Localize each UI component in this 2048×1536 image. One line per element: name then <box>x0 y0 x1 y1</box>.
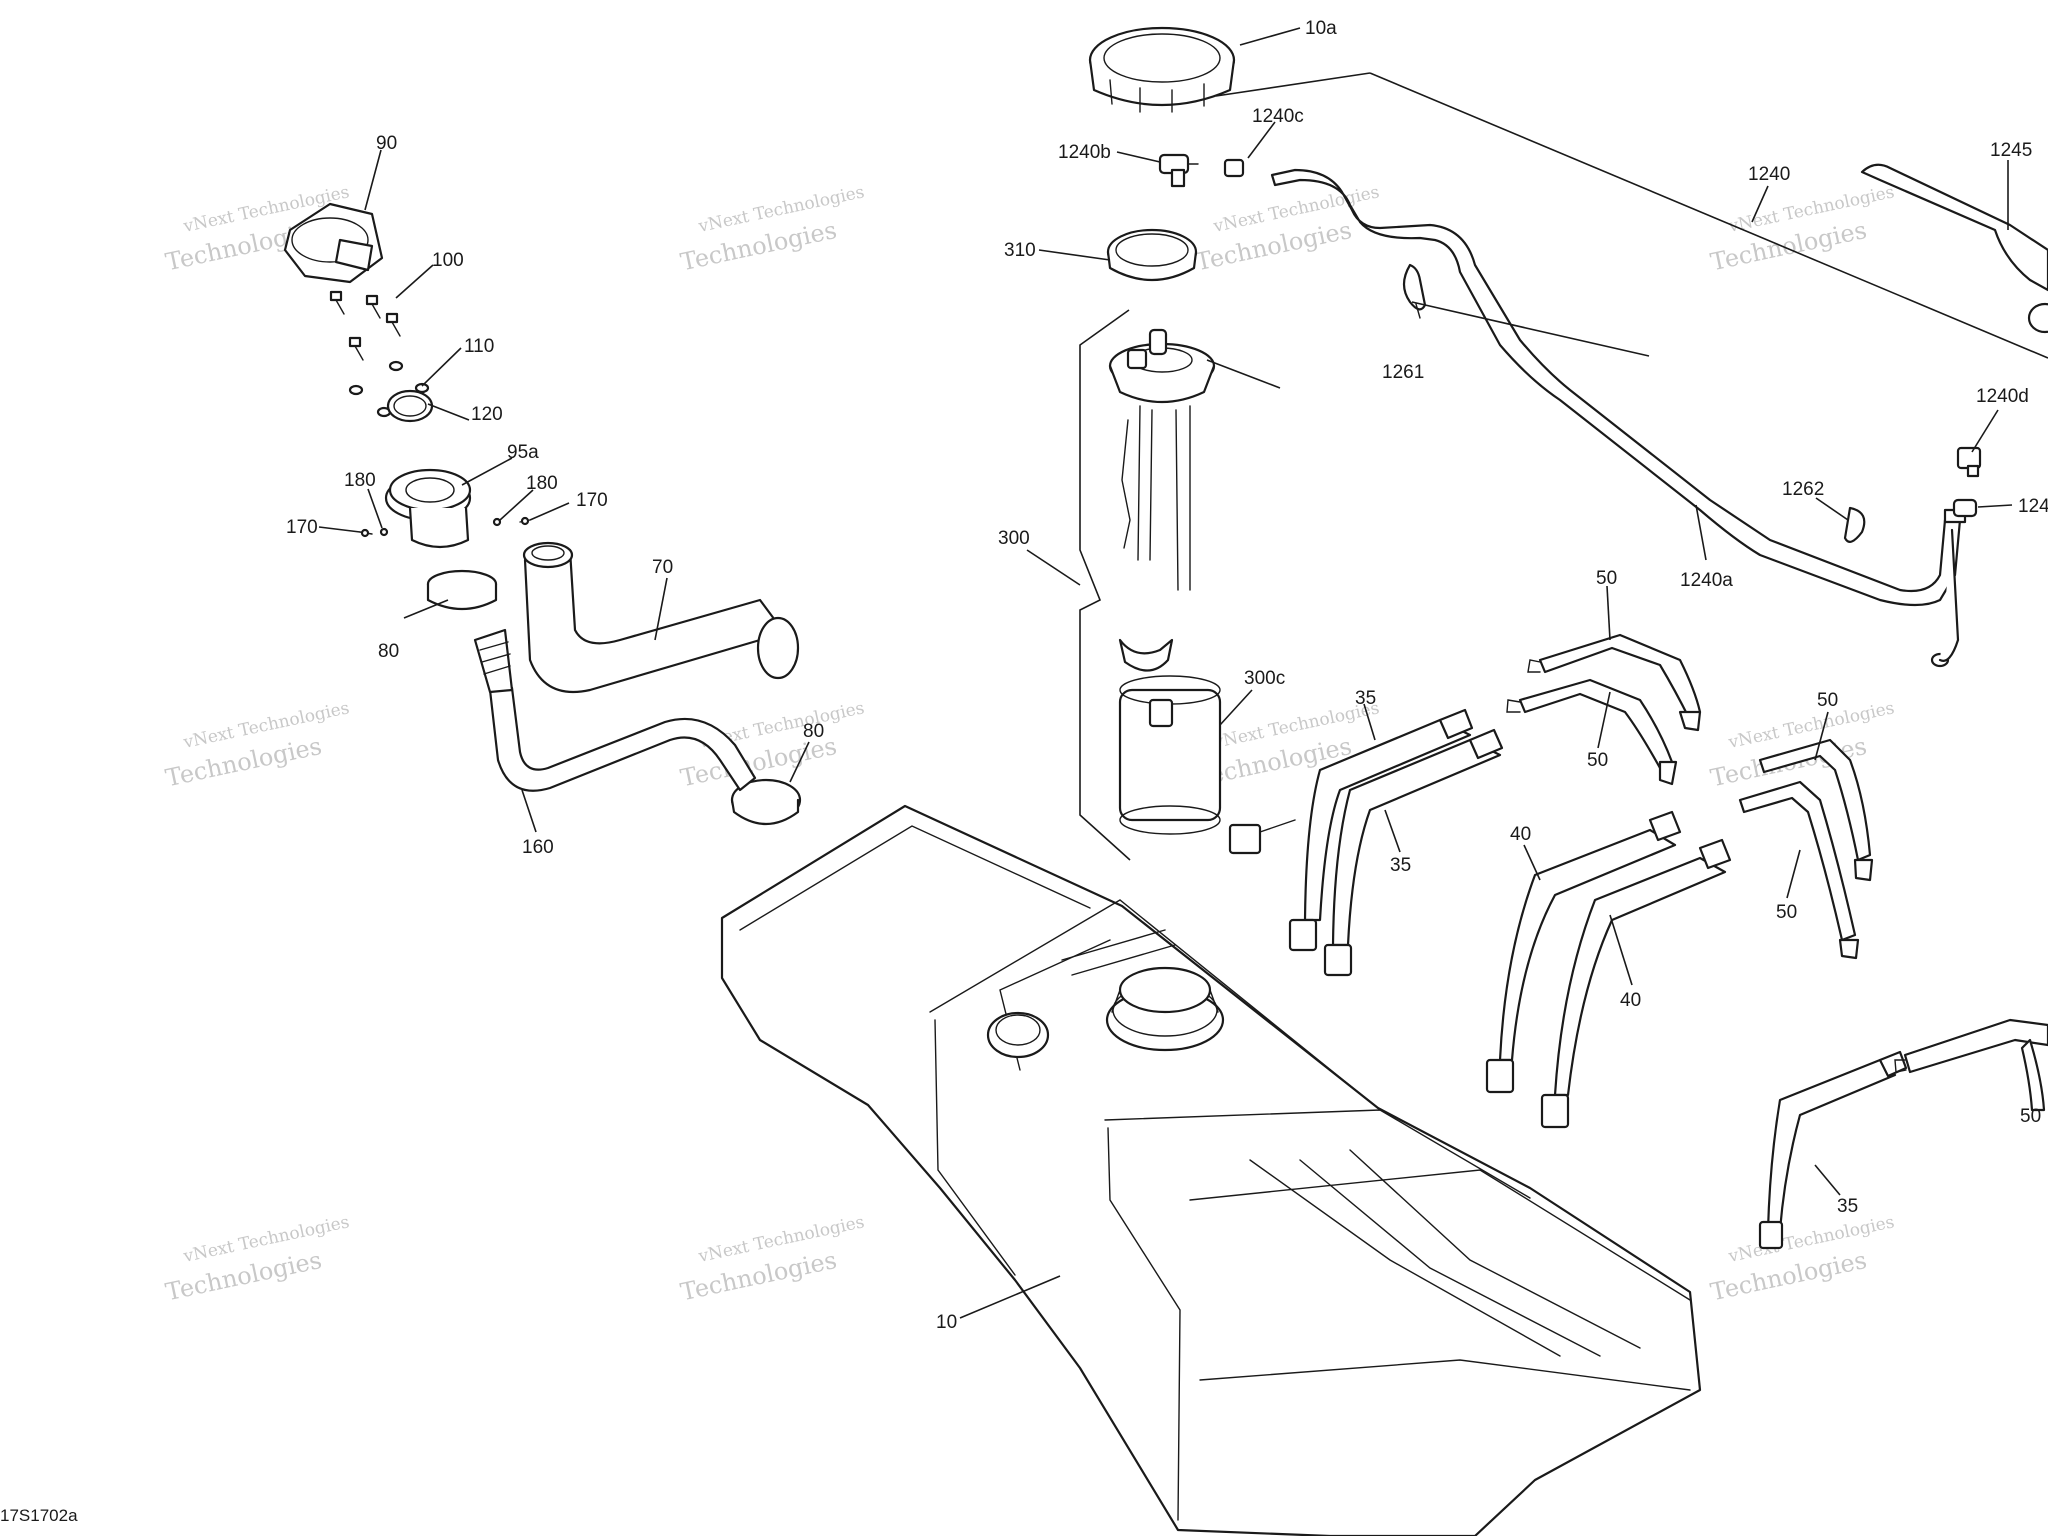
callout-50: 50 <box>1817 690 1838 711</box>
tank-strap <box>1288 708 1474 952</box>
tank-strap <box>1506 678 1678 786</box>
callout-180: 180 <box>344 470 376 491</box>
screws <box>329 290 401 361</box>
callout-160: 160 <box>522 837 554 858</box>
tank-strap <box>1894 1018 2048 1112</box>
callout-50: 50 <box>2020 1106 2041 1127</box>
pump-gasket <box>1106 228 1198 282</box>
watermark: vNext Technologies Technologies <box>678 698 866 792</box>
callout-10: 10 <box>936 1312 957 1333</box>
tank-strap <box>1738 780 1860 960</box>
fuel-tank <box>720 804 1702 1536</box>
tank-strap <box>1323 728 1504 977</box>
small-screws <box>359 516 531 538</box>
callout-90: 90 <box>376 133 397 154</box>
callout-1240c: 1240c <box>1252 106 1304 127</box>
tank-strap <box>1485 810 1682 1094</box>
quick-connector <box>1158 153 1199 188</box>
watermark: vNext Technologies Technologies <box>678 1212 866 1306</box>
callout-300c: 300c <box>1244 668 1285 689</box>
callout-35: 35 <box>1390 855 1411 876</box>
leader-lines <box>318 27 2048 1319</box>
callout-110: 110 <box>464 336 494 357</box>
callout-300: 300 <box>998 528 1030 549</box>
callout-1240a: 1240a <box>1680 570 1733 591</box>
watermark: vNext Technologies Technologies <box>1193 182 1381 276</box>
tank-strap <box>1527 633 1702 732</box>
hose-clamp <box>730 778 802 825</box>
watermark: vNext Technologies Technologies <box>678 182 866 276</box>
hose-clip <box>1402 263 1427 319</box>
callout-100: 100 <box>432 250 464 271</box>
callout-1240b: 1240b <box>1058 142 1111 163</box>
return-hose <box>1860 163 2048 334</box>
callout-170: 170 <box>286 517 318 538</box>
filler-cap-housing <box>283 202 384 284</box>
callout-80: 80 <box>378 641 399 662</box>
tank-strap <box>1758 1050 1908 1250</box>
washers <box>348 360 430 418</box>
tank-strap <box>1758 738 1874 882</box>
callout-35: 35 <box>1837 1196 1858 1217</box>
callout-50: 50 <box>1596 568 1617 589</box>
callout-35: 35 <box>1355 688 1376 709</box>
tank-strap <box>1540 838 1732 1129</box>
callout-10a: 10a <box>1305 18 1337 39</box>
callout-95a: 95a <box>507 442 539 463</box>
filler-hose <box>522 541 800 694</box>
o-ring <box>386 389 434 423</box>
callout-labels: 10a 1240c 1240b 1245 1240 310 1261 1240d… <box>286 18 2048 1333</box>
diagram-reference-code: 17S1702a <box>0 1506 78 1525</box>
callout-1245: 1245 <box>1990 140 2032 161</box>
watermark: vNext Technologies Technologies <box>163 698 351 792</box>
connector-cap <box>1952 498 1978 518</box>
vent-hose <box>473 628 757 792</box>
filler-neck-flange <box>384 468 472 549</box>
callout-40: 40 <box>1620 990 1641 1011</box>
callout-1261: 1261 <box>1382 362 1424 383</box>
watermark: vNext Technologies Technologies <box>1708 182 1896 276</box>
callout-120: 120 <box>471 404 503 425</box>
hose-clamp <box>426 569 498 610</box>
callout-1240d: 1240d <box>1976 386 2029 407</box>
hose-clip <box>1843 506 1866 543</box>
watermark: vNext Technologies Technologies <box>163 1212 351 1306</box>
fuel-line <box>1270 168 1967 668</box>
callout-310: 310 <box>1004 240 1036 261</box>
callout-170: 170 <box>576 490 608 511</box>
callout-50: 50 <box>1587 750 1608 771</box>
lock-ring <box>1088 26 1236 113</box>
callout-1262: 1262 <box>1782 479 1824 500</box>
callout-40: 40 <box>1510 824 1531 845</box>
watermark: vNext Technologies Technologies <box>1708 1212 1896 1306</box>
callout-80: 80 <box>803 721 824 742</box>
callout-50: 50 <box>1776 902 1797 923</box>
callout-180: 180 <box>526 473 558 494</box>
callout-1240: 1240 <box>1748 164 1790 185</box>
pump-bracket-line <box>1079 309 1131 861</box>
fuel-pump-module <box>1108 328 1216 591</box>
callout-124: 124 <box>2018 496 2048 517</box>
connector-cap <box>1223 158 1245 178</box>
watermark: vNext Technologies Technologies <box>1708 698 1896 792</box>
callout-70: 70 <box>652 557 673 578</box>
fuel-pump <box>1118 638 1296 855</box>
elbow-connector <box>1956 446 1982 478</box>
